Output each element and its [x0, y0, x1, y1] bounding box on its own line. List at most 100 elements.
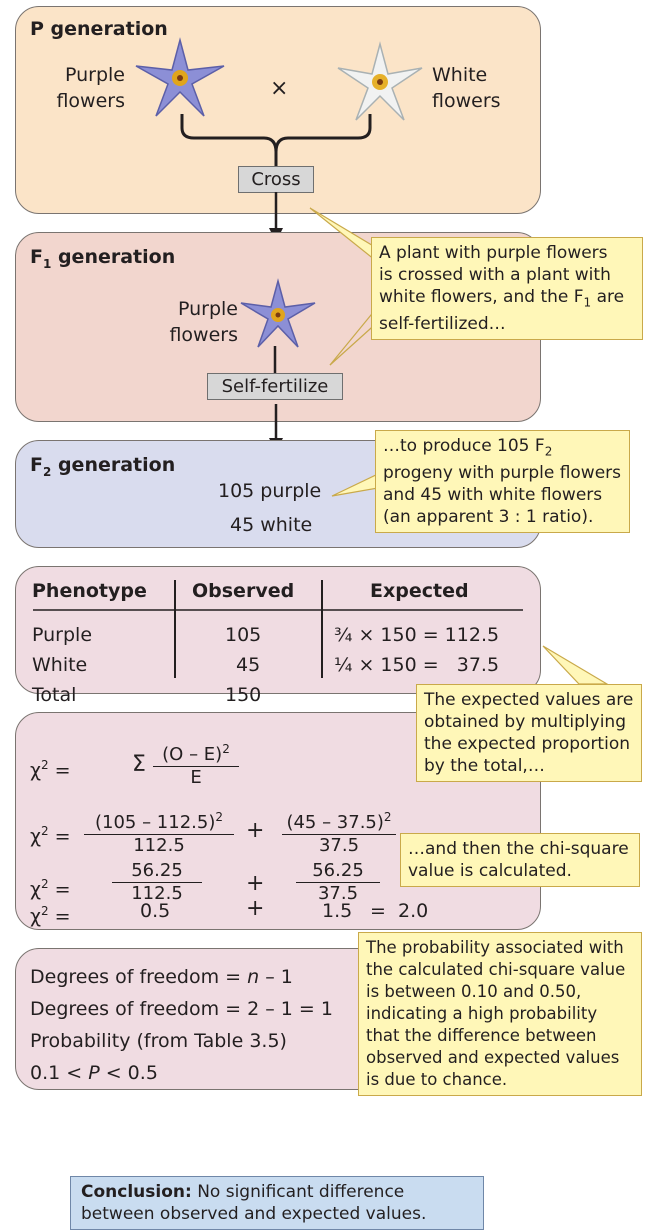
dof-line4: 0.1 < P < 0.5	[30, 1060, 158, 1086]
p-generation-heading: P generation	[30, 18, 168, 40]
chi-row3-num-1: 56.25	[112, 860, 202, 883]
f1-stem-line	[273, 346, 277, 374]
chi-sq-4: 2	[40, 904, 49, 918]
chi-row2-fraction-2: (45 – 37.5)2 37.5	[282, 806, 396, 857]
white-flower-icon	[337, 41, 423, 121]
purple-parent-label-line1: Purple	[64, 64, 125, 86]
chi-symbol-4: χ	[30, 905, 41, 928]
chi-row3-den-2: 37.5	[317, 883, 359, 904]
callout-1-line3sub: 1	[583, 295, 592, 310]
callout-1-line4: self-fertilized…	[379, 314, 506, 335]
f1-generation-heading: F1 generation	[30, 246, 175, 271]
col-header-observed: Observed	[192, 580, 295, 602]
callout-5-line5: that the difference between	[366, 1026, 597, 1045]
conclusion-label: Conclusion:	[81, 1182, 192, 1202]
purple-parent-label-line2: flowers	[56, 90, 125, 112]
chi-row3-fraction-1: 56.25 112.5	[112, 860, 202, 905]
callout-2-line3: and 45 with white flowers	[383, 485, 603, 506]
chi-eq-4: =	[48, 905, 71, 928]
table-row-purple-observed: 105	[225, 624, 262, 646]
callout-chi-square-calculated: …and then the chi-square value is calcul…	[400, 833, 640, 887]
col-header-phenotype: Phenotype	[32, 580, 147, 602]
chi-sq-2: 2	[40, 824, 49, 838]
f1-flower-label: Purple flowers	[160, 296, 238, 348]
sigma-symbol: Σ	[132, 752, 146, 777]
table-panel	[15, 566, 541, 694]
conclusion-line1-text: No significant difference	[191, 1182, 405, 1202]
callout-1-line1: A plant with purple flowers	[379, 243, 608, 263]
callout-f2-explanation: …to produce 105 F2 progeny with purple f…	[375, 430, 630, 534]
callout-3-line4: by the total,…	[424, 756, 545, 776]
col-header-expected: Expected	[370, 580, 469, 602]
chi-row4-value-b: 1.5	[322, 900, 353, 922]
chi-row4-lhs: χ2 =	[30, 898, 71, 929]
chi-row2-plus: +	[246, 818, 265, 843]
dof-line3: Probability (from Table 3.5)	[30, 1030, 287, 1052]
chi-formula-num: (O – E)2	[153, 738, 239, 767]
callout-2-line1: …to produce 105 F2	[383, 435, 622, 462]
chi-row3-num-2: 56.25	[296, 860, 380, 883]
callout-expected-values: The expected values are obtained by mult…	[416, 684, 642, 782]
chi-eq-3: =	[48, 878, 71, 901]
callout-1-line3b: are	[591, 287, 625, 307]
chi-row2-den-1: 112.5	[133, 835, 185, 856]
chi-row2-num-2: (45 – 37.5)2	[282, 806, 396, 835]
dof-line4-b: < 0.5	[99, 1062, 158, 1084]
chi-row1-lhs: χ2 =	[30, 752, 71, 783]
dof-line1-n: n	[247, 966, 260, 988]
chi-row4-value-a: 0.5	[140, 900, 171, 922]
callout-5-line6: observed and expected values	[366, 1048, 620, 1067]
chi-row2-num-1-text: (105 – 112.5)	[94, 812, 216, 833]
f2-heading-sub: 2	[42, 464, 52, 479]
callout-4-line1: …and then the chi-square	[408, 839, 629, 859]
chi-row3-fraction-2: 56.25 37.5	[296, 860, 380, 905]
purple-parent-label: Purple flowers	[50, 62, 125, 114]
table-row-purple-expected: ¾ × 150 = 112.5	[334, 624, 500, 646]
chi-formula-sq: 2	[222, 742, 230, 756]
callout-5-line3: is between 0.10 and 0.50,	[366, 982, 582, 1001]
callout-1-line2: is crossed with a plant with	[379, 265, 611, 285]
chi-sq-3: 2	[40, 877, 49, 891]
f2-generation-heading: F2 generation	[30, 454, 175, 479]
chi-symbol-3: χ	[30, 878, 41, 901]
callout-5-line1: The probability associated with	[366, 938, 624, 957]
dof-line4-a: 0.1 <	[30, 1062, 89, 1084]
callout-3-line2: obtained by multiplying	[424, 712, 626, 732]
f2-heading-rest: generation	[51, 454, 176, 476]
chi-row2-num-1: (105 – 112.5)2	[84, 806, 234, 835]
dof-line1: Degrees of freedom = n – 1	[30, 964, 293, 990]
chi-row3-den-1: 112.5	[131, 883, 183, 904]
chi-row3-plus: +	[246, 871, 265, 896]
chi-row2-sq-2: 2	[383, 810, 392, 824]
conclusion-line1: Conclusion: No significant difference	[81, 1181, 473, 1203]
chi-row3-lhs: χ2 =	[30, 871, 71, 902]
callout-2-line1sub: 2	[544, 444, 553, 459]
callout-4-line2: value is calculated.	[408, 861, 572, 881]
callout-3-pointer	[542, 645, 610, 685]
chi-formula-num-text: (O – E)	[162, 744, 223, 765]
table-row-white-expected: ¼ × 150 = 37.5	[334, 654, 500, 676]
callout-2-pointer	[331, 473, 379, 497]
chi-row4-plus: +	[246, 896, 265, 921]
white-parent-label-line2: flowers	[432, 90, 501, 112]
f1-flower-label-line2: flowers	[169, 324, 238, 346]
dof-line1-a: Degrees of freedom =	[30, 966, 248, 988]
callout-5-line2: the calculated chi-square value	[366, 960, 626, 979]
conclusion-line2: between observed and expected values.	[81, 1204, 427, 1224]
callout-1-line3: white flowers, and the F1 are	[379, 286, 635, 313]
table-row-total-observed: 150	[225, 684, 262, 706]
chi-symbol-2: χ	[30, 825, 41, 848]
cross-bracket	[180, 114, 372, 168]
white-parent-label-line1: White	[432, 64, 488, 86]
f1-heading-rest: generation	[51, 246, 176, 268]
table-row-purple-phenotype: Purple	[32, 624, 93, 646]
f1-purple-flower-icon	[240, 278, 316, 348]
callout-2-line1a: …to produce 105 F	[383, 436, 545, 456]
f2-heading-f: F	[30, 454, 43, 476]
chi-eq-2: =	[48, 825, 71, 848]
cross-symbol: ×	[270, 76, 289, 101]
self-fertilize-box: Self-fertilize	[207, 373, 343, 400]
callout-5-line4: indicating a high probability	[366, 1004, 598, 1023]
callout-1-line3a: white flowers, and the F	[379, 287, 584, 307]
conclusion-box: Conclusion: No significant difference be…	[70, 1176, 484, 1230]
